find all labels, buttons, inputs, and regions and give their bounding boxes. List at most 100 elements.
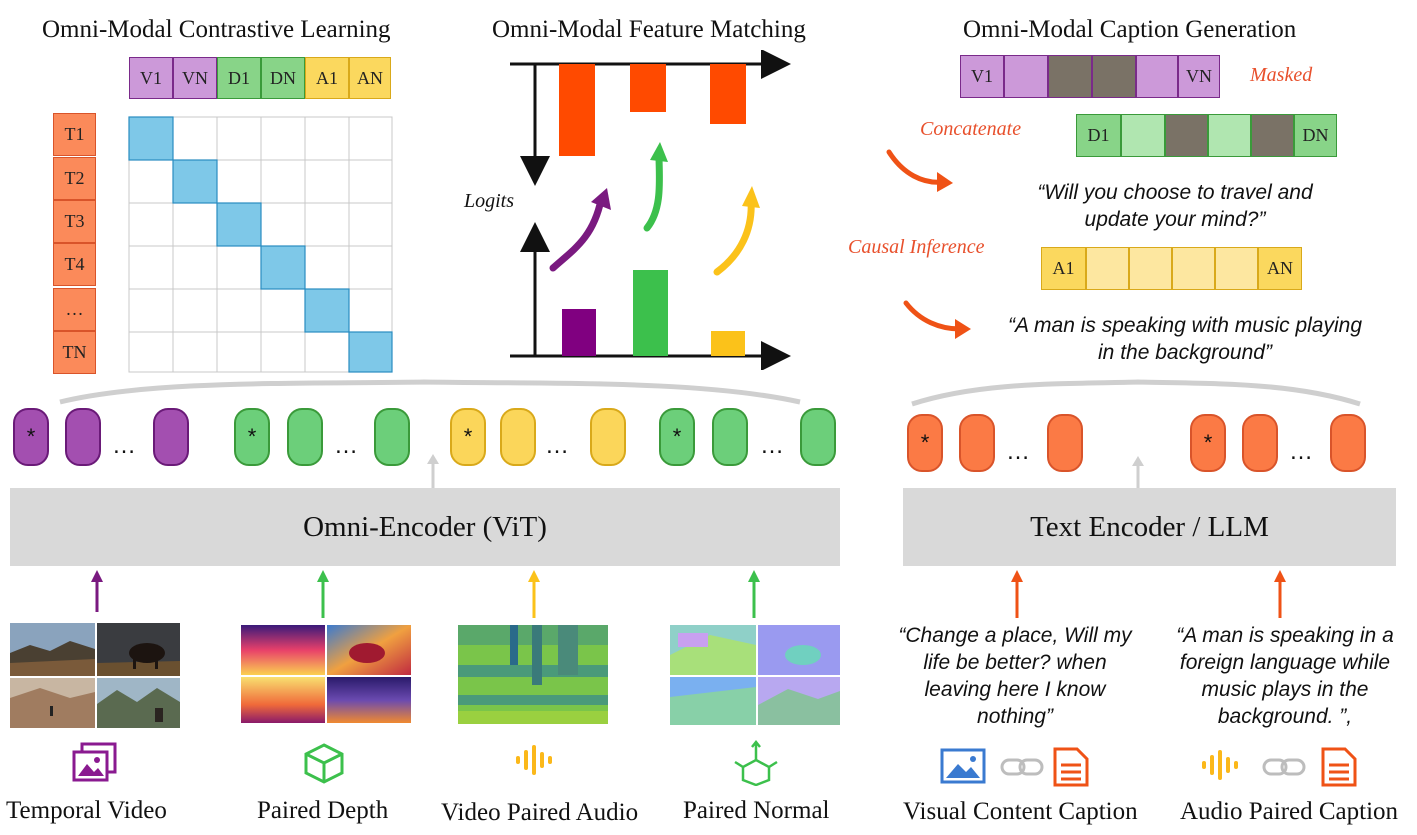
cap-vn: VN	[1178, 55, 1220, 98]
input-arrows	[91, 570, 1286, 618]
cap-v1: V1	[960, 55, 1004, 98]
cap-a-cell	[1129, 247, 1172, 290]
normal-frame	[758, 625, 840, 675]
normal-frame	[758, 677, 840, 725]
cap-a1: A1	[1041, 247, 1086, 290]
cap-d-cell	[1208, 114, 1251, 157]
token-vn: VN	[173, 57, 217, 99]
text-token	[1242, 414, 1278, 472]
logits-label: Logits	[464, 190, 515, 212]
cap-a-cell	[1215, 247, 1258, 290]
bottom-bar-green	[633, 270, 668, 356]
depth-frame	[241, 625, 325, 675]
feature-matching-diagram	[510, 50, 791, 370]
paired-depth-label: Paired Depth	[257, 797, 389, 824]
text-encoder-block: Text Encoder / LLM	[903, 488, 1396, 566]
bottom-bar-yellow	[711, 331, 745, 356]
video-frame	[10, 623, 95, 676]
cap-d-cell	[1121, 114, 1165, 157]
top-bar-1	[559, 64, 595, 156]
caption-quote-1: “Will you choose to travel and update yo…	[1037, 181, 1313, 231]
causal-inference-label: Causal Inference	[848, 236, 985, 258]
token-a1: A1	[305, 57, 349, 99]
token-ellipsis: …	[760, 432, 787, 459]
document-icon	[1321, 747, 1357, 787]
concat-swoosh-arrow	[886, 149, 953, 192]
token-t1: T1	[53, 113, 96, 156]
audio-spectrogram	[458, 625, 608, 724]
audio-token	[500, 408, 536, 466]
token-an: AN	[349, 57, 391, 99]
cap-an: AN	[1258, 247, 1302, 290]
normal-vector-icon	[734, 740, 778, 786]
temporal-video-label: Temporal Video	[6, 797, 167, 824]
token-t2: T2	[53, 157, 96, 200]
depth-token	[374, 408, 410, 466]
cap-d-masked	[1165, 114, 1208, 157]
cap-d1: D1	[1076, 114, 1121, 157]
depth-frame	[327, 677, 411, 723]
masked-label: Masked	[1250, 64, 1313, 86]
text-token	[1330, 414, 1366, 472]
link-icon	[1000, 758, 1044, 776]
green-curve-arrow	[643, 150, 663, 232]
cap-v-cell	[1004, 55, 1048, 98]
top-bar-2	[630, 64, 666, 112]
matching-title: Omni-Modal Feature Matching	[492, 16, 806, 43]
depth-frame	[241, 677, 325, 723]
video-cls-token: *	[13, 408, 49, 466]
audio-cls-token: *	[450, 408, 486, 466]
top-bar-3	[710, 64, 746, 124]
encoder-output-arrows	[427, 454, 1144, 488]
token-ellipsis: …	[1006, 438, 1033, 465]
token-ellipsis: …	[334, 432, 361, 459]
link-icon	[1262, 758, 1306, 776]
normal-frame	[670, 625, 756, 675]
text-token	[1047, 414, 1083, 472]
causal-swoosh-arrow	[903, 300, 971, 339]
audio-caption-quote: “A man is speaking in a foreign language…	[1176, 624, 1394, 728]
yellow-curve-arrow	[713, 196, 755, 276]
visual-caption-quote: “Change a place, Will my life be better?…	[898, 624, 1132, 728]
depth-cls-token: *	[234, 408, 270, 466]
omni-encoder-block: Omni-Encoder (ViT)	[10, 488, 840, 566]
purple-curve-arrow	[549, 196, 605, 272]
caption-quote-2: “A man is speaking with music playing in…	[1007, 314, 1363, 364]
depth-token	[287, 408, 323, 466]
caption-gen-title: Omni-Modal Caption Generation	[963, 16, 1297, 43]
token-t3: T3	[53, 200, 96, 243]
bottom-bar-purple	[562, 309, 596, 356]
token-ellipsis: …	[112, 432, 139, 459]
normal-token	[712, 408, 748, 466]
cap-v-masked	[1092, 55, 1136, 98]
audio-wave-icon	[1202, 750, 1238, 780]
token-ellipsis: …	[1289, 438, 1316, 465]
normal-cls-token: *	[659, 408, 695, 466]
cap-a-cell	[1172, 247, 1215, 290]
depth-frame	[327, 625, 411, 675]
cube-icon	[304, 743, 344, 784]
video-frame	[97, 623, 180, 676]
image-icon	[940, 748, 986, 784]
token-dn: DN	[261, 57, 305, 99]
video-gallery-icon	[72, 742, 117, 782]
video-token	[153, 408, 189, 466]
token-tdots: …	[53, 288, 96, 331]
document-icon	[1053, 747, 1089, 787]
token-v1: V1	[129, 57, 173, 99]
cap-d-masked	[1251, 114, 1294, 157]
text-token	[959, 414, 995, 472]
normal-token	[800, 408, 836, 466]
video-token	[65, 408, 101, 466]
visual-content-caption-label: Visual Content Caption	[903, 798, 1138, 825]
paired-normal-label: Paired Normal	[683, 797, 830, 824]
token-tn: TN	[53, 331, 96, 374]
cap-v-masked	[1048, 55, 1092, 98]
audio-token	[590, 408, 626, 466]
contrastive-title: Omni-Modal Contrastive Learning	[42, 16, 391, 43]
normal-frame	[670, 677, 756, 725]
token-t4: T4	[53, 243, 96, 286]
token-ellipsis: …	[545, 432, 572, 459]
video-frame	[97, 678, 180, 728]
video-frame	[10, 678, 95, 728]
